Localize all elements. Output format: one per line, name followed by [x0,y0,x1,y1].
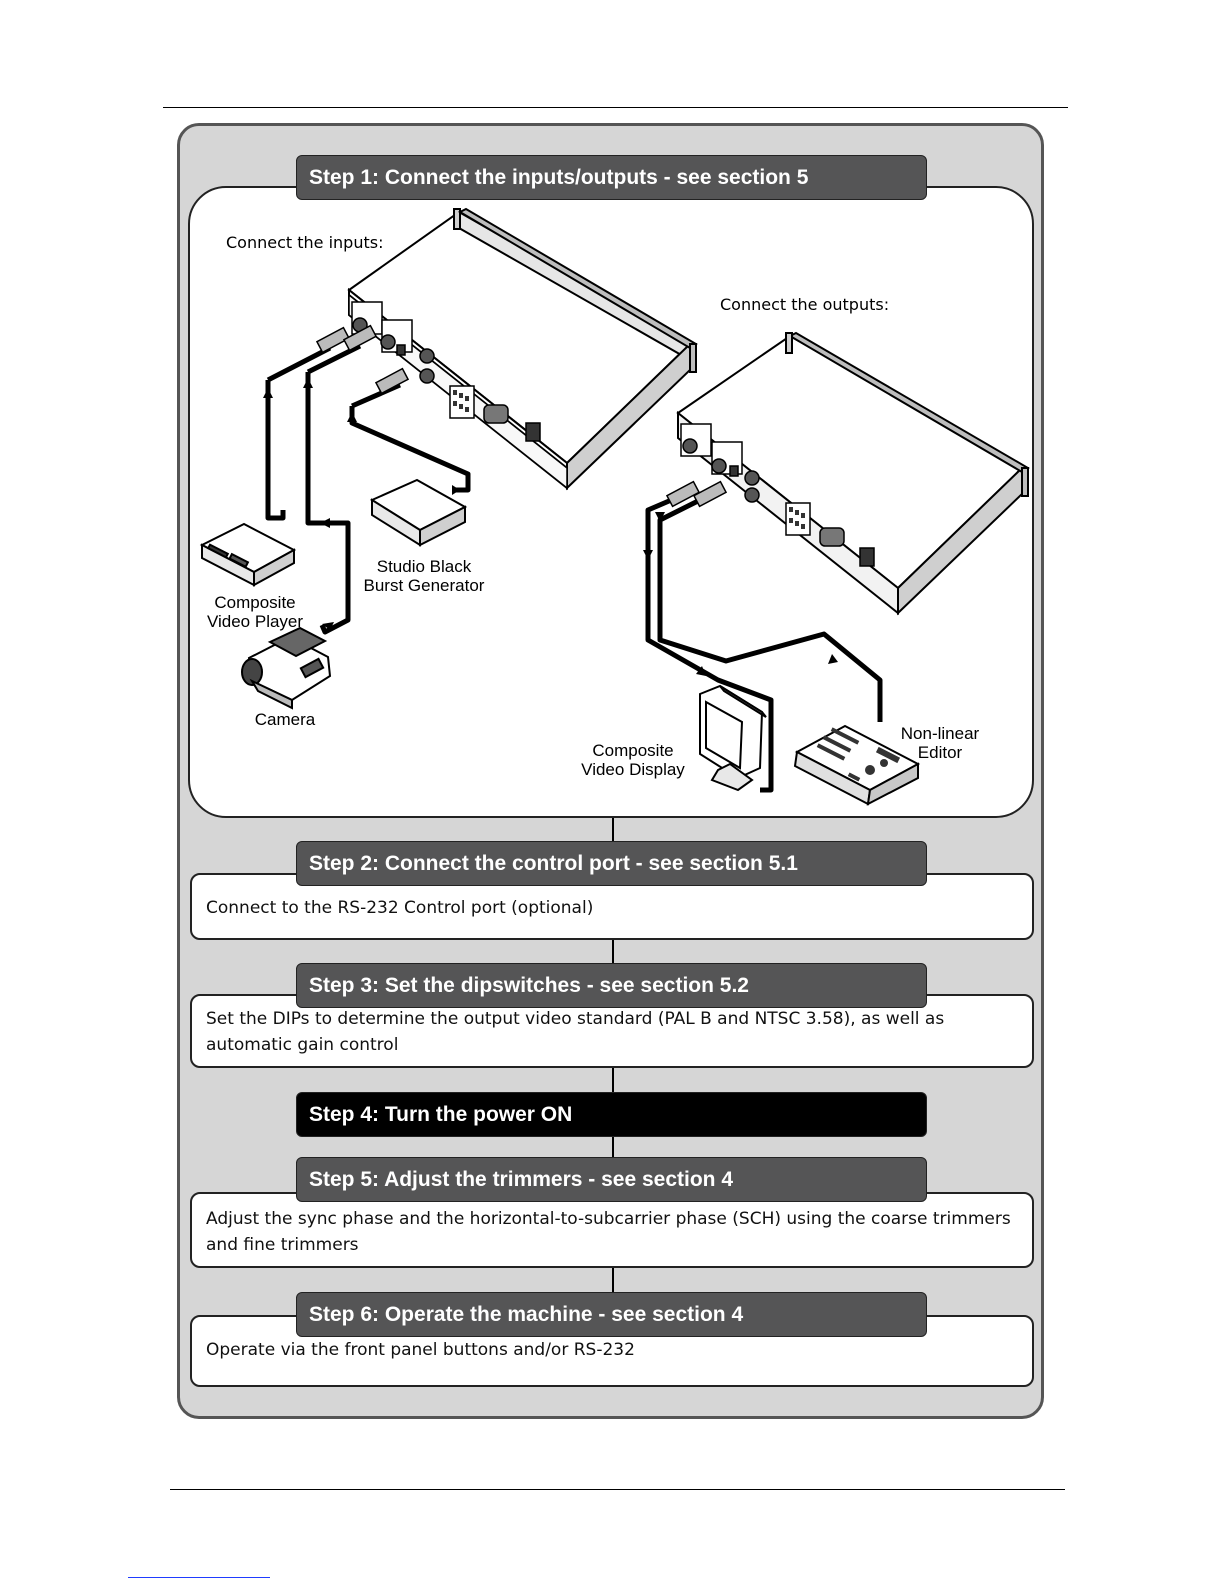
video-player-label: Composite Video Player [206,593,304,631]
step3-text: Set the DIPs to determine the output vid… [206,1009,945,1055]
input-cable-connectors [315,324,410,395]
editor-label: Non-linear Editor [900,724,980,762]
step5-banner: Step 5: Adjust the trimmers - see sectio… [296,1157,927,1202]
step4-banner: Step 4: Turn the power ON [296,1092,927,1137]
step5-text: Adjust the sync phase and the horizontal… [206,1209,1011,1255]
step6-text: Operate via the front panel buttons and/… [206,1340,635,1360]
footer-link-underline[interactable] [128,1577,270,1578]
step2-banner: Step 2: Connect the control port - see s… [296,841,927,886]
connect-outputs-label: Connect the outputs: [720,295,890,314]
connector-line [612,940,614,964]
black-burst-label: Studio Black Burst Generator [363,557,485,595]
step6-banner: Step 6: Operate the machine - see sectio… [296,1292,927,1337]
header-rule [163,107,1068,108]
step1-banner: Step 1: Connect the inputs/outputs - see… [296,155,927,200]
connector-line [612,1268,614,1292]
connector-line [612,818,614,844]
step5-panel: Adjust the sync phase and the horizontal… [190,1192,1034,1268]
editor-console-device [793,724,921,806]
video-player-device [199,522,297,587]
output-device-rear-panel [680,423,875,567]
output-cable-connectors [665,480,728,508]
camera-label: Camera [254,710,316,729]
arrow-heads [263,378,460,630]
footer-rule [170,1489,1065,1490]
video-display-label: Composite Video Display [581,741,685,779]
video-display-device [699,684,767,792]
step2-text: Connect to the RS-232 Control port (opti… [206,898,594,918]
black-burst-generator-device [369,478,468,547]
camera-device [241,626,332,710]
connector-line [612,1135,614,1157]
connect-inputs-label: Connect the inputs: [226,233,384,252]
input-device-rear-panel [348,293,568,490]
step3-banner: Step 3: Set the dipswitches - see sectio… [296,963,927,1008]
connector-line [612,1068,614,1092]
